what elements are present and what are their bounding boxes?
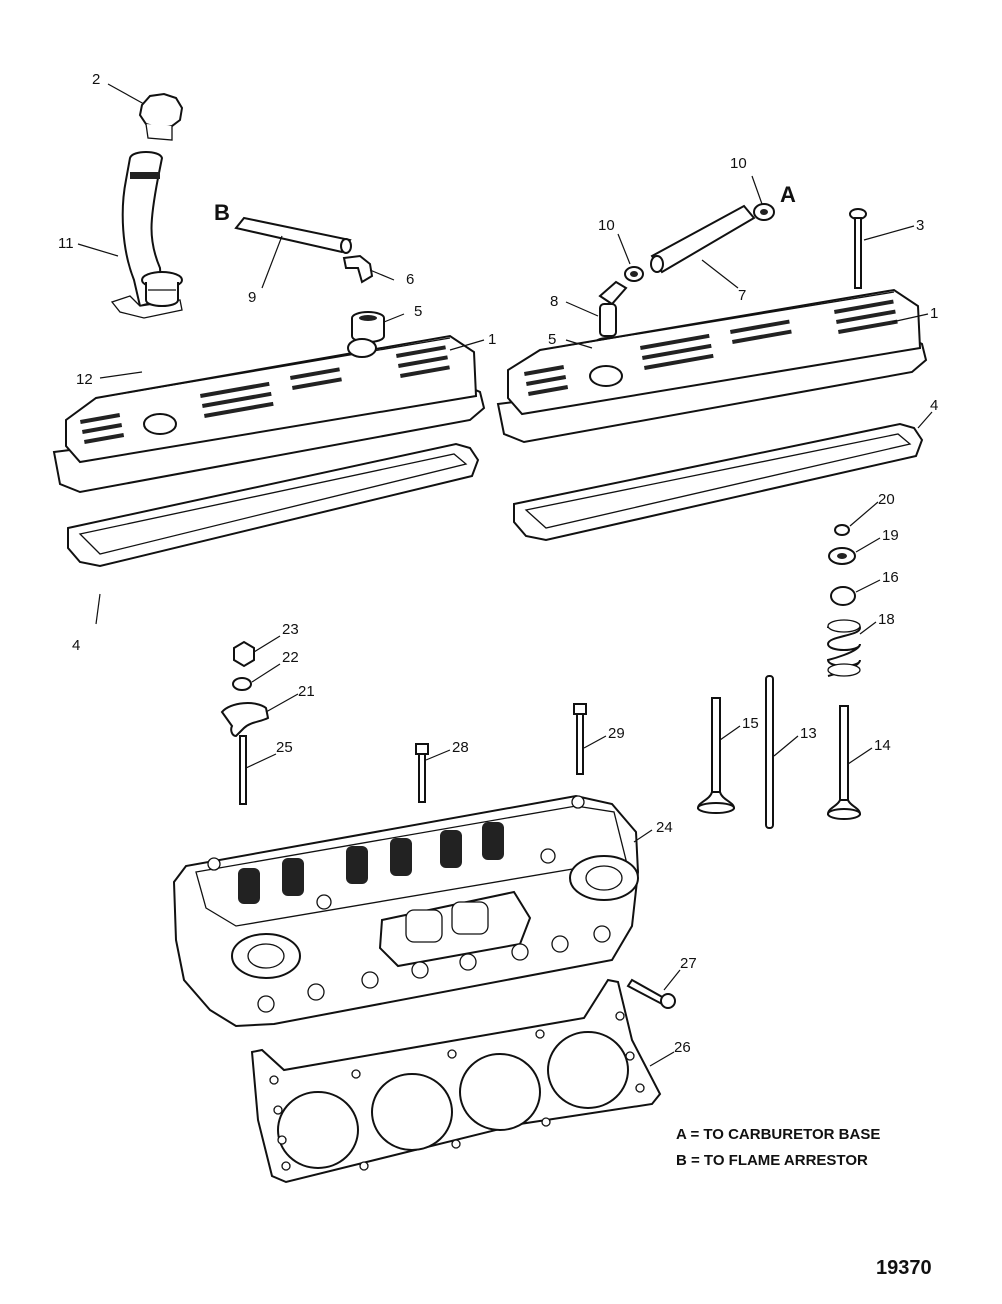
exhaust-valve (826, 705, 862, 820)
cylinder-head (172, 794, 640, 1028)
rocker-stud (239, 735, 247, 805)
callout-9: 9 (248, 289, 256, 306)
callout-28: 28 (452, 739, 469, 756)
callout-19: 19 (882, 527, 899, 544)
valve-cover-right (496, 288, 928, 444)
callout-20: 20 (878, 491, 895, 508)
callout-18: 18 (878, 611, 895, 628)
callout-7: 7 (738, 287, 746, 304)
breather-hose-left (234, 216, 352, 254)
leader-lines (77, 83, 933, 1067)
callout-labels: 2 11 12 9 6 5 1 4 10 10 7 8 5 3 1 4 20 1… (58, 71, 938, 1056)
elbow-fitting-left (342, 254, 374, 284)
legend-line-a: A = TO CARBURETOR BASE (676, 1126, 880, 1143)
oil-filler-tube (110, 151, 183, 319)
grommet-left (351, 311, 385, 343)
callout-1-right: 1 (930, 305, 938, 322)
callout-16: 16 (882, 569, 899, 586)
legend: A = TO CARBURETOR BASE B = TO FLAME ARRE… (676, 1126, 880, 1169)
callout-26: 26 (674, 1039, 691, 1056)
callout-3: 3 (916, 217, 924, 234)
rocker-ball (232, 677, 252, 691)
hose-clamp-top (753, 203, 775, 221)
intake-valve (696, 697, 736, 814)
rocker-nut (233, 640, 255, 668)
head-gasket (250, 978, 662, 1184)
callout-12: 12 (76, 371, 93, 388)
callout-6: 6 (406, 271, 414, 288)
callout-4-left: 4 (72, 637, 80, 654)
pushrod (765, 675, 774, 829)
breather-hose-right (650, 204, 756, 274)
callout-15: 15 (742, 715, 759, 732)
callout-11: 11 (58, 235, 74, 252)
callout-24: 24 (656, 819, 673, 836)
callout-8: 8 (550, 293, 558, 310)
callout-25: 25 (276, 739, 293, 756)
callout-2: 2 (92, 71, 100, 88)
callout-29: 29 (608, 725, 625, 742)
valve-cover-left (52, 334, 486, 494)
head-bolt-long (573, 703, 587, 775)
valve-seal (830, 586, 856, 606)
callout-13: 13 (800, 725, 817, 742)
reference-letter-a: A (780, 182, 796, 207)
callout-5-left: 5 (414, 303, 422, 320)
callout-14: 14 (874, 737, 891, 754)
callout-21: 21 (298, 683, 315, 700)
callout-5-right: 5 (548, 331, 556, 348)
figure-number: 19370 (876, 1257, 932, 1279)
callout-23: 23 (282, 621, 299, 638)
hose-clamp-lower (624, 266, 644, 282)
callout-4-right: 4 (930, 397, 938, 414)
reference-letter-b: B (214, 200, 230, 225)
callout-10-lower: 10 (598, 217, 615, 234)
callout-22: 22 (282, 649, 299, 666)
valve-spring (826, 619, 862, 677)
callout-1-left: 1 (488, 331, 496, 348)
legend-line-b: B = TO FLAME ARRESTOR (676, 1152, 868, 1169)
valve-retainer (828, 547, 856, 565)
callout-10-top: 10 (730, 155, 747, 172)
pcv-fitting (598, 280, 628, 337)
valve-cover-bolt (849, 208, 867, 289)
rocker-arm (220, 702, 270, 738)
oil-filler-cap (138, 92, 184, 141)
retainer-lock (834, 524, 850, 536)
valve-cover-gasket-left (67, 442, 480, 568)
callout-27: 27 (680, 955, 697, 972)
head-bolt-angled (626, 978, 676, 1009)
head-bolt-short (415, 743, 429, 803)
valve-cover-gasket-right (513, 422, 924, 542)
filler-grommet (141, 271, 183, 307)
